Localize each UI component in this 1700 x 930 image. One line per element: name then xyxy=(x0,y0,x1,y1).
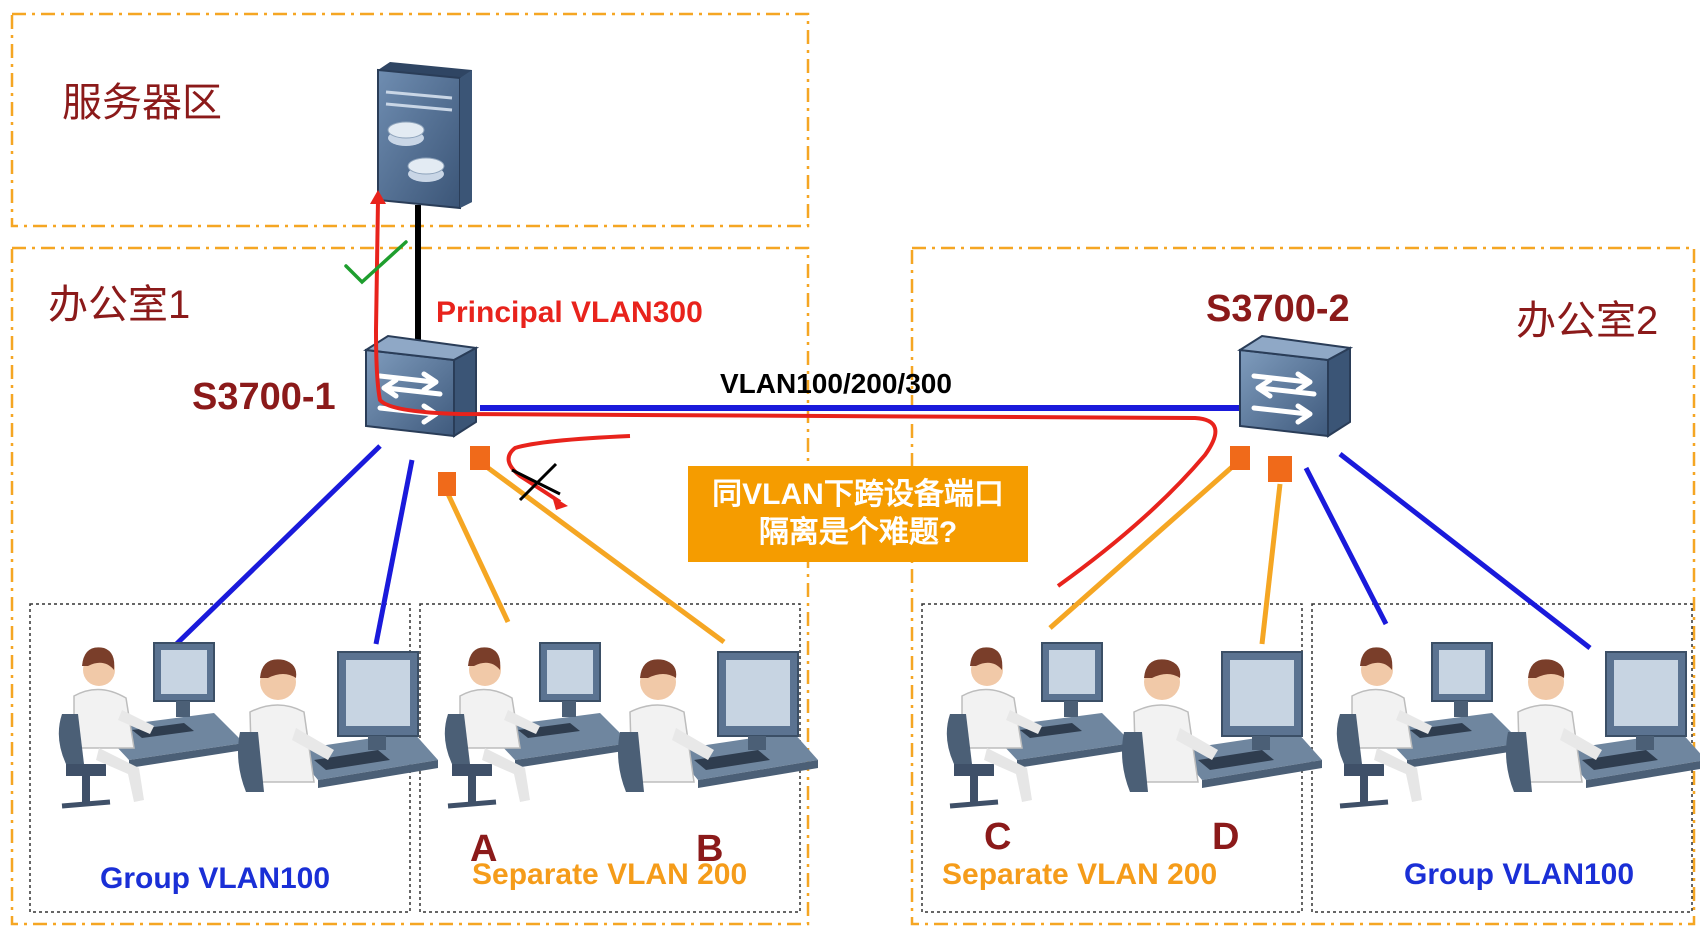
allowed-path xyxy=(373,199,1218,588)
port-icon xyxy=(438,472,456,496)
check-icon xyxy=(344,240,408,285)
arrow-up-icon xyxy=(370,190,386,204)
server-icon[interactable] xyxy=(377,62,472,210)
blocked-path xyxy=(506,434,631,504)
switch-icon[interactable] xyxy=(1240,336,1350,436)
port-icon xyxy=(1268,456,1292,482)
pc-label-a: A xyxy=(470,828,498,870)
group-link-2a xyxy=(1303,466,1389,626)
office1-zone xyxy=(10,246,810,926)
workstation-icon[interactable] xyxy=(59,643,244,806)
principal-vlan-label: Principal VLAN300 xyxy=(436,296,703,329)
office1-group-label: Group VLAN100 xyxy=(100,862,331,895)
arrow-down-icon xyxy=(552,496,568,510)
office1-label: 办公室1 xyxy=(48,283,191,327)
pc-label-b: B xyxy=(696,828,724,870)
office2-zone xyxy=(910,246,1696,926)
server-zone-label: 服务器区 xyxy=(62,81,222,125)
server-zone xyxy=(10,12,810,228)
separate-link-b xyxy=(478,459,726,645)
port-icon xyxy=(470,446,490,470)
office2-group-label: Group VLAN100 xyxy=(1404,858,1635,891)
pc-label-d: D xyxy=(1212,816,1240,858)
workstation-icon[interactable] xyxy=(1121,651,1323,793)
switch2-name: S3700-2 xyxy=(1206,288,1350,330)
group-link-2b xyxy=(1338,452,1592,650)
workstation-icon[interactable] xyxy=(1505,651,1700,793)
switch-icon[interactable] xyxy=(366,336,476,436)
separate-link-a xyxy=(445,492,511,624)
workstation-icon[interactable] xyxy=(237,651,439,793)
note-box: 同VLAN下跨设备端口隔离是个难题? xyxy=(688,466,1028,562)
workstation-icon[interactable] xyxy=(617,651,819,793)
workstation-icon[interactable] xyxy=(445,643,630,806)
pc-label-c: C xyxy=(984,816,1012,858)
workstation-icon[interactable] xyxy=(1337,643,1522,806)
office1-separate-label: Separate VLAN 200 xyxy=(472,858,748,891)
group-link-1a xyxy=(158,444,382,662)
separate-link-c xyxy=(1048,458,1242,630)
office2-label: 办公室2 xyxy=(1516,299,1659,343)
cross-icon xyxy=(511,462,561,502)
port-icon xyxy=(1230,446,1250,470)
trunk-vlan-label: VLAN100/200/300 xyxy=(720,368,952,399)
switch1-name: S3700-1 xyxy=(192,376,336,418)
office2-separate-label: Separate VLAN 200 xyxy=(942,858,1218,891)
separate-link-d xyxy=(1259,483,1283,645)
group-link-1b xyxy=(373,459,415,645)
workstation-icon[interactable] xyxy=(947,643,1132,806)
note-text: 同VLAN下跨设备端口隔离是个难题? xyxy=(712,478,1004,549)
